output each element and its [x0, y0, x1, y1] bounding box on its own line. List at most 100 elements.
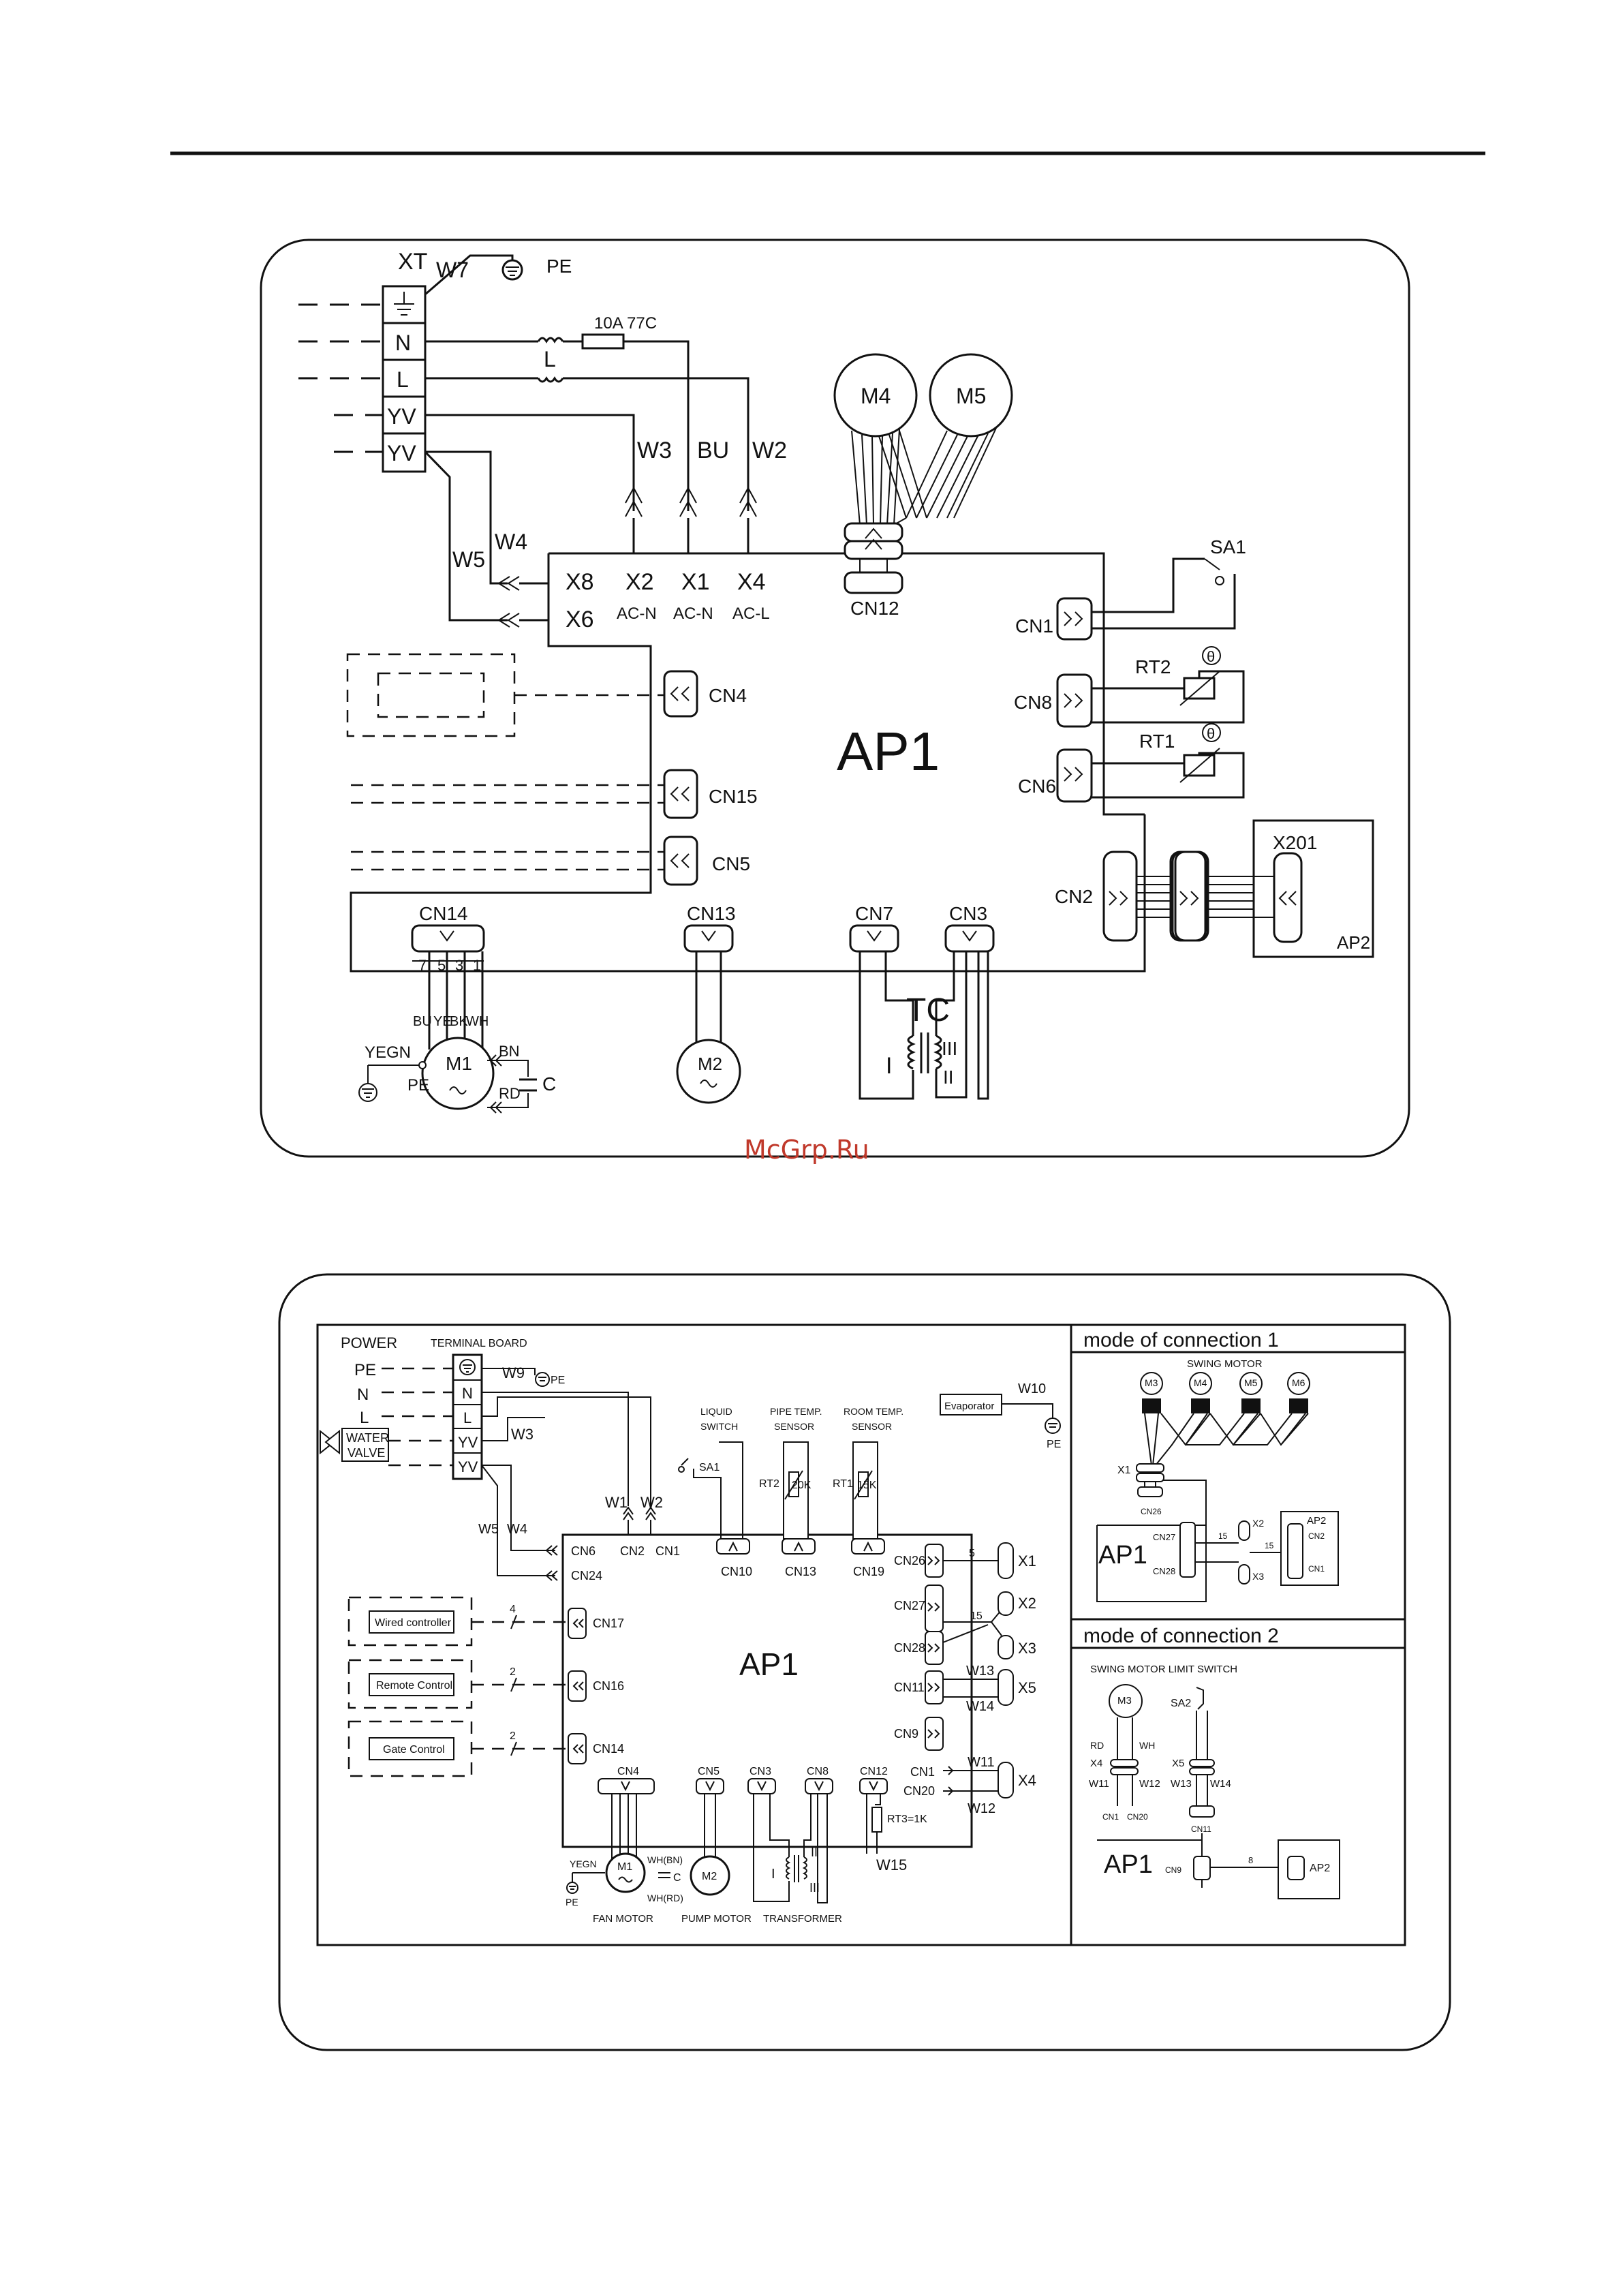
fan-motor-m1-label: M1 — [617, 1861, 632, 1873]
pipe-sensor-label-1: PIPE TEMP. — [770, 1406, 822, 1417]
ap1-board-2 — [561, 1533, 973, 1848]
rt2-label-2: RT2 — [759, 1478, 779, 1490]
port-cn8-2: CN8 — [807, 1766, 829, 1777]
remote-count: 2 — [510, 1666, 516, 1678]
cn13-label-2: CN13 — [785, 1565, 816, 1578]
transformer-label: TRANSFORMER — [763, 1913, 842, 1925]
wire2-w12: W12 — [968, 1801, 995, 1816]
pe-label: PE — [546, 256, 572, 277]
cn5-socket — [663, 836, 698, 886]
port-x4-2: X4 — [1018, 1772, 1036, 1789]
cn14-pin-3: 3 — [455, 957, 463, 974]
mode2-w13: W13 — [1171, 1778, 1192, 1790]
port-x2-sub: AC-N — [617, 604, 657, 623]
sa1-label: SA1 — [1210, 536, 1246, 557]
mode1-cn1-label: CN1 — [1308, 1564, 1325, 1574]
m1-rd-label: RD — [499, 1085, 521, 1102]
mode2-w11: W11 — [1089, 1778, 1109, 1790]
x201-socket — [1273, 852, 1303, 943]
m1-wire-bk: BK — [450, 1014, 468, 1029]
cn19-socket — [851, 1538, 885, 1555]
rt1-theta-icon — [1202, 723, 1221, 742]
mode1-x2-plug — [1238, 1520, 1250, 1541]
x201-label: X201 — [1273, 832, 1317, 853]
cn7-socket — [849, 924, 899, 953]
diagram-1-frame — [260, 239, 1410, 1158]
cn8-label: CN8 — [1014, 692, 1052, 713]
mode1-count-a: 15 — [1218, 1531, 1228, 1541]
power-label: POWER — [341, 1334, 397, 1351]
cn11-socket — [925, 1670, 944, 1704]
m2-ac-icon — [700, 1080, 717, 1088]
cn13-socket-2 — [782, 1538, 816, 1555]
power-l: L — [360, 1409, 369, 1427]
mode1-cn27-28 — [1179, 1522, 1196, 1578]
rt2-label: RT2 — [1135, 656, 1171, 677]
wired-count: 4 — [510, 1604, 516, 1615]
port-cn11: CN11 — [894, 1681, 925, 1694]
cn14-pin-5: 5 — [437, 957, 446, 974]
cn12-label: CN12 — [850, 598, 899, 619]
mode1-count-b: 15 — [1265, 1541, 1274, 1550]
mode2-switch-icon — [1196, 1687, 1204, 1710]
water-valve-label-1: WATER — [346, 1431, 389, 1445]
w9-ground-icon — [535, 1372, 550, 1387]
cn14-pin-7: 7 — [418, 957, 427, 974]
ap2-label: AP2 — [1337, 932, 1370, 953]
mode1-x3: X3 — [1252, 1571, 1264, 1582]
cn13-label: CN13 — [687, 903, 736, 924]
gate-control — [369, 1737, 454, 1760]
port-x1-2: X1 — [1018, 1552, 1036, 1570]
mode1-x2: X2 — [1252, 1518, 1264, 1529]
motor-m4 — [833, 353, 918, 438]
cn2-label: CN2 — [1055, 886, 1093, 907]
wire2-w9: W9 — [502, 1364, 525, 1381]
m1-wire-bu: BU — [413, 1014, 432, 1029]
cn14-pin-1: 1 — [473, 957, 481, 974]
rt1-label-2: RT1 — [833, 1478, 853, 1490]
evap-pe-label: PE — [1047, 1439, 1061, 1450]
rt1-value: 15K — [857, 1480, 877, 1491]
motor-m1 — [421, 1037, 495, 1110]
mode1-harness — [1144, 1413, 1309, 1466]
terminal-board-label: TERMINAL BOARD — [431, 1338, 527, 1349]
cn3-label: CN3 — [949, 903, 987, 924]
ap1-label: AP1 — [837, 721, 940, 782]
mode2-cn9: CN9 — [1165, 1865, 1181, 1875]
mode1-m6-plug — [1289, 1398, 1308, 1413]
gate-count: 2 — [510, 1730, 516, 1742]
watermark: McGrp.Ru — [744, 1135, 869, 1165]
ap1-board-edge — [548, 552, 1145, 816]
tc-winding-ii — [933, 1035, 942, 1070]
mode2-m3-label: M3 — [1117, 1695, 1132, 1706]
remote-control-label: Remote Control — [376, 1680, 452, 1692]
mode1-swing-motor: SWING MOTOR — [1187, 1358, 1263, 1370]
mode2-rd: RD — [1090, 1740, 1104, 1751]
wired-controller-label: Wired controller — [375, 1617, 452, 1629]
wire-bu: BU — [697, 438, 729, 463]
mode1-cn26-label: CN26 — [1141, 1507, 1162, 1516]
pump-motor-label: PUMP MOTOR — [681, 1913, 752, 1925]
mode1-m4-label: M4 — [1194, 1377, 1207, 1388]
cn6-socket — [1056, 748, 1093, 803]
optional-device-box — [346, 653, 516, 737]
water-valve — [341, 1428, 389, 1462]
diagram-2-inner-frame — [316, 1323, 1406, 1946]
mode1-x1: X1 — [1117, 1465, 1131, 1476]
liquid-switch-label-1: LIQUID — [700, 1406, 732, 1417]
port-cn3-2: CN3 — [749, 1766, 771, 1777]
evap-ground-icon — [1045, 1418, 1061, 1434]
cn2-plug — [1174, 851, 1207, 942]
mode2-sa2: SA2 — [1171, 1698, 1191, 1709]
cn10-socket — [716, 1538, 750, 1555]
tc-ii-label: II — [943, 1067, 954, 1088]
terminal-block-xt: XT N L YV YV — [298, 249, 427, 473]
fan-wh-rd: WH(RD) — [647, 1893, 683, 1903]
water-valve-label-2: VALVE — [347, 1446, 385, 1460]
port-x3-2: X3 — [1018, 1640, 1036, 1657]
pump-motor-m2-label: M2 — [702, 1871, 717, 1882]
wire2-w15: W15 — [876, 1856, 907, 1873]
terminal-l: L — [397, 367, 409, 392]
